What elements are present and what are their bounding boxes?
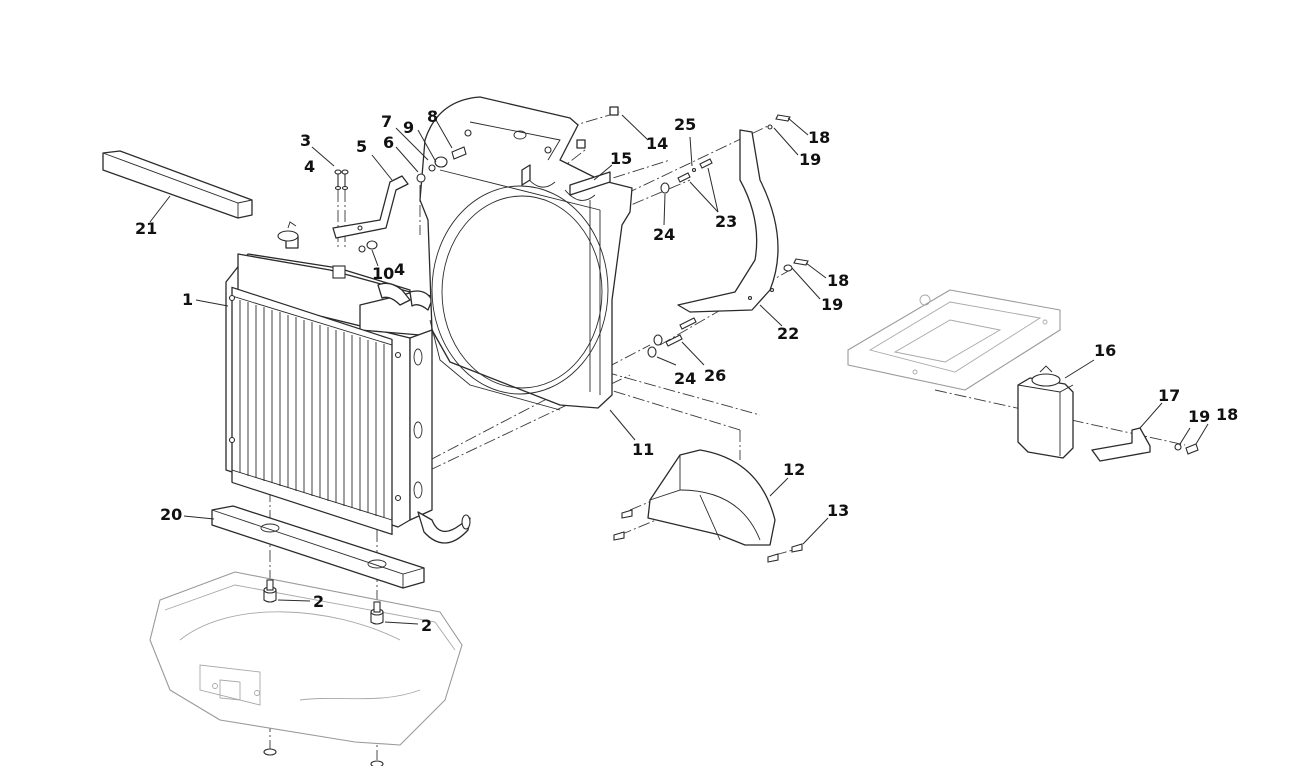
callout-11: 11 bbox=[632, 440, 654, 459]
callout-7: 7 bbox=[381, 112, 392, 131]
bracket bbox=[332, 175, 409, 239]
hardware-baffle-group bbox=[647, 114, 809, 358]
rear-frame bbox=[847, 289, 1061, 391]
callout-12: 12 bbox=[783, 460, 805, 479]
rubber-mount-left bbox=[263, 579, 277, 603]
callout-4: 4 bbox=[394, 260, 405, 279]
foam-strip-upper bbox=[102, 150, 253, 219]
side-baffle bbox=[677, 129, 779, 313]
callout-14: 14 bbox=[646, 134, 668, 153]
small-hardware-top bbox=[334, 146, 467, 253]
callout-2: 2 bbox=[421, 616, 432, 635]
callout-19: 19 bbox=[1188, 407, 1210, 426]
callout-18: 18 bbox=[1216, 405, 1238, 424]
rubber-mount-right bbox=[370, 601, 384, 625]
callout-1: 1 bbox=[182, 290, 193, 309]
callout-18: 18 bbox=[827, 271, 849, 290]
callout-21: 21 bbox=[135, 219, 157, 238]
callout-26: 26 bbox=[704, 366, 726, 385]
radiator bbox=[225, 221, 471, 544]
foam-strip-lower bbox=[211, 505, 425, 589]
callout-24: 24 bbox=[674, 369, 696, 388]
callout-25: 25 bbox=[674, 115, 696, 134]
callout-8: 8 bbox=[427, 107, 438, 126]
callout-19: 19 bbox=[821, 295, 843, 314]
radiator-fins bbox=[239, 300, 385, 518]
callout-9: 9 bbox=[403, 118, 414, 137]
callout-5: 5 bbox=[356, 137, 367, 156]
callout-2: 2 bbox=[313, 592, 324, 611]
callout-4: 4 bbox=[304, 157, 315, 176]
callout-23: 23 bbox=[715, 212, 737, 231]
callout-6: 6 bbox=[383, 133, 394, 152]
leader-lines bbox=[149, 114, 1209, 625]
callout-20: 20 bbox=[160, 505, 182, 524]
callout-16: 16 bbox=[1094, 341, 1116, 360]
callouts: 1 2 2 3 4 4 5 6 7 8 9 10 11 12 13 14 15 … bbox=[135, 107, 1238, 635]
expansion-tank bbox=[1017, 365, 1074, 459]
washer-bottom-right bbox=[370, 760, 384, 766]
callout-3: 3 bbox=[300, 131, 311, 150]
callout-19: 19 bbox=[799, 150, 821, 169]
tank-bracket bbox=[1091, 427, 1199, 462]
callout-18: 18 bbox=[808, 128, 830, 147]
callout-10: 10 bbox=[372, 264, 394, 283]
callout-17: 17 bbox=[1158, 386, 1180, 405]
callout-13: 13 bbox=[827, 501, 849, 520]
fan-shroud bbox=[419, 96, 633, 411]
callout-24: 24 bbox=[653, 225, 675, 244]
base-tray bbox=[149, 571, 463, 746]
callout-15: 15 bbox=[610, 149, 632, 168]
washer-bottom-left bbox=[263, 748, 277, 756]
callout-22: 22 bbox=[777, 324, 799, 343]
fan-guard bbox=[613, 449, 803, 563]
